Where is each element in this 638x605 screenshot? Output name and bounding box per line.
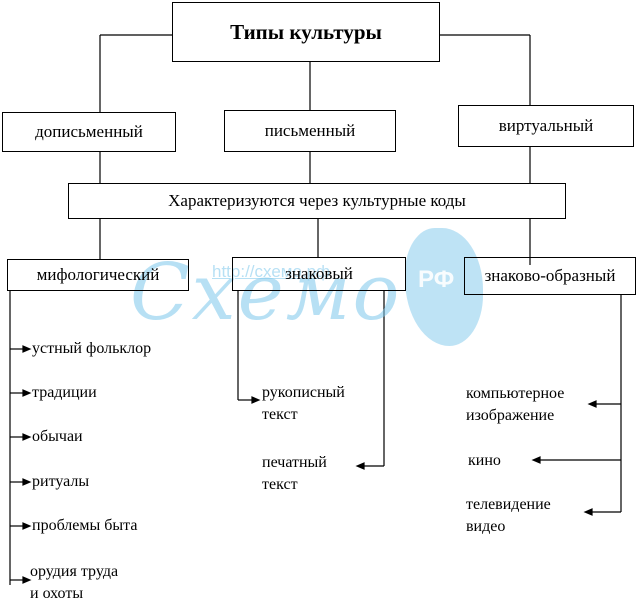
myth-item: обычаи <box>32 428 83 445</box>
image-item-tv: телевидение видео <box>466 496 551 535</box>
type-virtual: виртуальный <box>458 105 634 147</box>
characteristic-box: Характеризуются через культурные коды <box>68 183 566 219</box>
watermark-logo: Схемо <box>130 248 402 338</box>
myth-item: устный фольклор <box>32 340 152 357</box>
myth-item: ритуалы <box>32 473 90 490</box>
watermark-logo-suffix: РФ <box>418 266 455 293</box>
code-sign-image: знаково-образный <box>464 257 636 295</box>
image-item-cinema: кино <box>468 452 501 469</box>
watermark-url: http://схемо.рф <box>212 262 331 281</box>
code-sign: знаковый <box>232 257 406 291</box>
title-box: Типы культуры <box>172 2 440 62</box>
type-preliterate: дописьменный <box>2 112 176 152</box>
sign-item-printed: печатный текст <box>262 454 327 493</box>
image-item-computer: компьютерное изображение <box>466 385 565 424</box>
myth-item: традиции <box>32 384 97 401</box>
code-mythological: мифологический <box>7 259 189 291</box>
type-written: письменный <box>224 110 396 152</box>
sign-item-handwritten: рукописный текст <box>262 384 345 423</box>
watermark-map-icon <box>405 228 483 346</box>
myth-item: проблемы быта <box>32 517 138 534</box>
myth-item: орудия труда и охоты <box>30 563 119 602</box>
